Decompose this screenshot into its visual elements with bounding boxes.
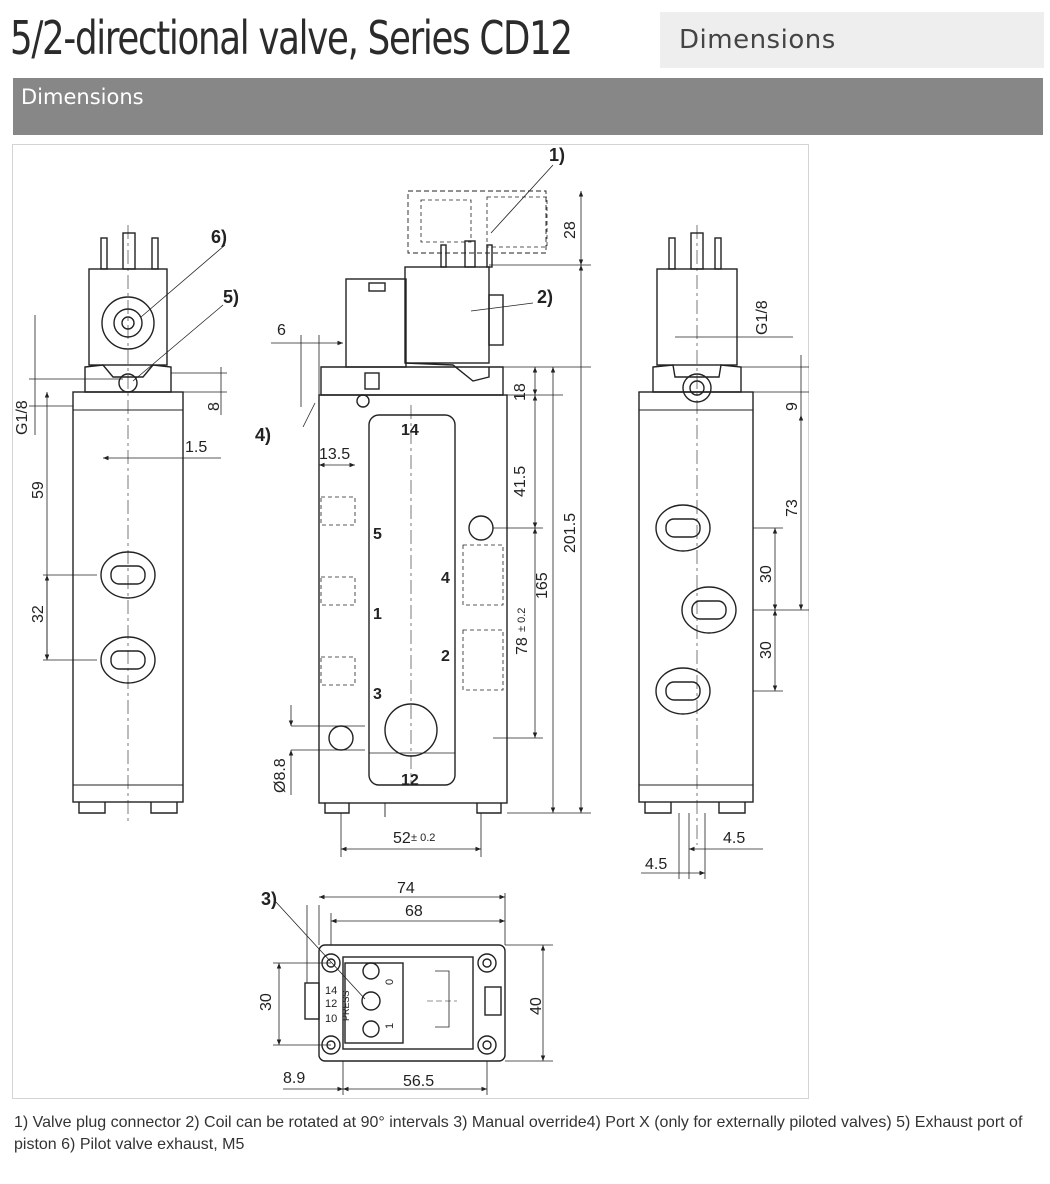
tab-dimensions[interactable]: Dimensions — [660, 12, 1044, 68]
port-2: 2 — [441, 648, 450, 665]
dim-front-6: 6 — [277, 322, 286, 339]
dim-top-56-5: 56.5 — [403, 1073, 434, 1090]
dim-front-28: 28 — [562, 221, 579, 239]
dim-top-68: 68 — [405, 903, 423, 920]
callout-4: 4) — [255, 425, 271, 445]
port-14: 14 — [401, 422, 419, 439]
override-10: 10 — [325, 1013, 337, 1025]
right-view-dimensions: G1/8 9 73 30 30 4.5 4.5 — [645, 300, 801, 873]
override-0: 0 — [384, 979, 396, 985]
callout-labels: 1) 2) 3) 4) 5) 6) — [211, 145, 565, 909]
callout-1: 1) — [549, 145, 565, 165]
dim-left-g18: G1/8 — [14, 400, 31, 435]
dim-right-30b: 30 — [758, 641, 775, 659]
left-view-dimensions: G1/8 8 1.5 59 32 — [14, 400, 223, 623]
right-side-view — [638, 225, 809, 879]
front-view — [271, 164, 591, 857]
dim-top-40: 40 — [528, 997, 545, 1015]
dim-front-52-tol: ± 0.2 — [411, 832, 435, 844]
dim-front-diameter: Ø8.8 — [272, 758, 289, 793]
dim-front-18: 18 — [512, 383, 529, 401]
dim-top-8-9: 8.9 — [283, 1070, 305, 1087]
dim-front-78-tol: ± 0.2 — [516, 608, 528, 632]
dim-front-201-5: 201.5 — [562, 513, 579, 553]
dim-right-73: 73 — [784, 499, 801, 517]
tab-dimensions-label: Dimensions — [679, 25, 836, 55]
section-title: Dimensions — [21, 85, 144, 109]
dim-right-9: 9 — [784, 402, 801, 411]
dim-front-52: 52 — [393, 830, 411, 847]
top-view-dimensions: 74 68 30 40 8.9 56.5 — [258, 880, 545, 1090]
dimension-drawing: 1) 2) 3) 4) 5) 6) G1/8 8 1.5 59 32 6 13.… — [12, 144, 809, 1099]
callout-2: 2) — [537, 287, 553, 307]
override-press: PRESS — [341, 990, 351, 1021]
footnote-caption: 1) Valve plug connector 2) Coil can be r… — [14, 1114, 1023, 1153]
left-side-view — [29, 225, 227, 825]
dim-front-41-5: 41.5 — [512, 466, 529, 497]
top-view — [273, 893, 553, 1095]
manual-override-labels: 14 12 10 PRESS 0 1 — [325, 979, 396, 1029]
dim-top-30: 30 — [258, 993, 275, 1011]
port-12: 12 — [401, 772, 419, 789]
dim-front-165: 165 — [534, 572, 551, 599]
callout-3: 3) — [261, 889, 277, 909]
dim-top-74: 74 — [397, 880, 415, 897]
front-view-dimensions: 6 13.5 18 41.5 165 201.5 78 ± 0.2 28 Ø8.… — [272, 221, 579, 847]
dim-left-59: 59 — [30, 481, 47, 499]
port-5: 5 — [373, 526, 382, 543]
dim-front-13-5: 13.5 — [319, 446, 350, 463]
override-12: 12 — [325, 998, 337, 1010]
dim-right-4-5b: 4.5 — [645, 856, 667, 873]
dim-left-1-5: 1.5 — [185, 439, 207, 456]
port-1: 1 — [373, 606, 382, 623]
dim-left-8: 8 — [206, 402, 223, 411]
title-row: 5/2-directional valve, Series CD12 Dimen… — [10, 6, 1044, 70]
dim-front-78: 78 — [514, 637, 531, 655]
dim-right-g18: G1/8 — [754, 300, 771, 335]
port-labels: 14 5 1 3 4 2 12 — [373, 422, 450, 789]
technical-drawing: 1) 2) 3) 4) 5) 6) G1/8 8 1.5 59 32 6 13.… — [14, 145, 809, 1095]
callout-6: 6) — [211, 227, 227, 247]
callout-5: 5) — [223, 287, 239, 307]
port-4: 4 — [441, 570, 450, 587]
override-1: 1 — [384, 1023, 396, 1029]
override-14: 14 — [325, 985, 337, 997]
page-title: 5/2-directional valve, Series CD12 — [10, 11, 573, 65]
dim-right-4-5a: 4.5 — [723, 830, 745, 847]
dim-left-32: 32 — [30, 605, 47, 623]
section-header: Dimensions — [13, 78, 1043, 135]
port-3: 3 — [373, 686, 382, 703]
dim-right-30a: 30 — [758, 565, 775, 583]
